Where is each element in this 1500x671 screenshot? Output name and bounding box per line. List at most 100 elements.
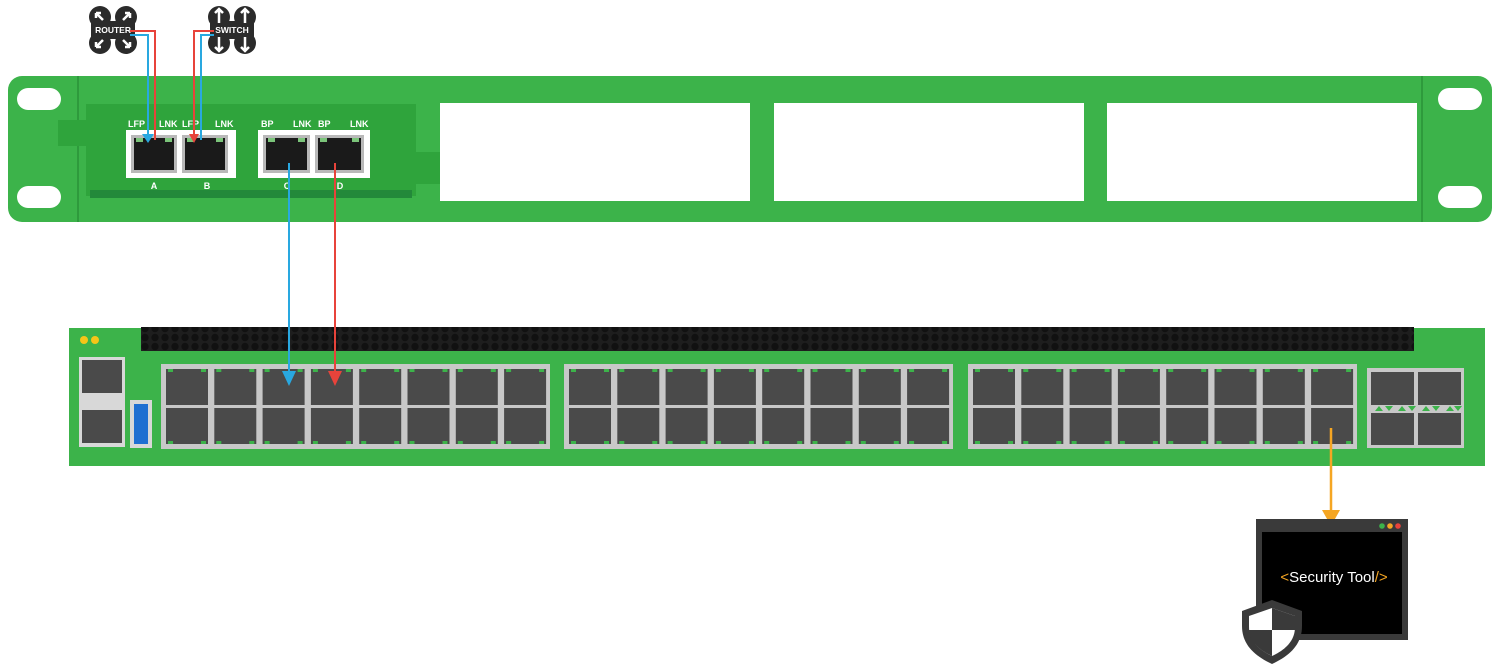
port-led [797,369,803,372]
port-label-lnk-c: LNK [293,119,312,129]
port-led [1297,369,1303,372]
port-led [394,369,400,372]
port-led [297,369,303,372]
ethernet-port [1021,369,1064,405]
ethernet-port [907,408,950,444]
ethernet-port [1214,408,1257,444]
port-led [506,369,512,372]
ethernet-port [810,408,853,444]
ethernet-port [858,369,901,405]
port-led [748,369,754,372]
arrow-down-icon [328,371,342,386]
ethernet-port [166,369,208,405]
status-dot-red [1395,523,1401,529]
ethernet-port [1262,369,1305,405]
arrow-down-icon [282,371,296,386]
ethernet-port [1021,408,1064,444]
ethernet-port [569,369,611,405]
port-led [264,369,270,372]
port-led [1023,441,1029,444]
cables [130,30,1333,520]
port-label-lfp-b: LFP [182,119,199,129]
port-led [490,441,496,444]
security-tool-title: <Security Tool/> [1280,569,1388,586]
port-led [1346,369,1352,372]
port-led [909,441,915,444]
port-led [571,369,576,372]
arrow-down-icon [142,134,154,143]
port-led [619,441,625,444]
port-led [1152,369,1158,372]
port-led [249,369,255,372]
port-label-lnk-b: LNK [215,119,234,129]
ethernet-port [1069,408,1112,444]
port-led [1168,369,1174,372]
port-led [764,441,770,444]
port-led [201,441,206,444]
port-led [1249,369,1255,372]
port-label-lnk-d: LNK [350,119,369,129]
ethernet-port [359,408,402,444]
port-led [604,369,609,372]
ethernet-port [1166,369,1209,405]
port-label-lfp-a: LFP [128,119,145,129]
empty-slot [1107,103,1417,201]
vent-grille [141,327,1414,351]
port-led [975,369,980,372]
mount-hole [1438,88,1482,110]
port-led [1071,369,1077,372]
port-led [1168,441,1174,444]
router-icon: ROUTER [89,6,137,54]
ethernet-port [1214,369,1257,405]
port-led [1104,441,1110,444]
ethernet-port [617,369,660,405]
port-led [1119,369,1125,372]
ethernet-port [569,408,611,444]
port-led [264,441,270,444]
port-led [667,441,673,444]
segment-label-c: C [284,181,291,191]
port-led [797,441,803,444]
ethernet-port [617,408,660,444]
port-led [1216,369,1222,372]
ethernet-port [310,408,353,444]
port-led [1264,369,1270,372]
port-led [297,441,303,444]
ethernet-port [1166,408,1209,444]
mount-hole [17,186,61,208]
ethernet-port [262,369,305,405]
port-led [748,441,754,444]
port-led [975,441,980,444]
port-led [652,369,658,372]
port-led [571,441,576,444]
ethernet-port [907,369,950,405]
port-led [1056,369,1062,372]
switch-icon: SWITCH [208,6,256,54]
ethernet-port [665,408,708,444]
ethernet-port [214,369,257,405]
ethernet-port [504,408,547,444]
status-dot-green [1379,523,1385,529]
tool-name: Security Tool [1289,569,1375,586]
port-led [942,369,948,372]
segment-label-b: B [204,181,211,191]
bypass-module: LFP LNK LFP LNK BP LNK BP LNK A B C D [58,104,440,198]
port-led [604,441,609,444]
port-led [812,369,818,372]
ethernet-port [455,408,498,444]
port-led [1008,369,1013,372]
segment-label-a: A [151,181,158,191]
ethernet-port [262,408,305,444]
port-led [168,369,173,372]
port-led [860,441,866,444]
port-led [942,441,948,444]
port-led [715,369,721,372]
port-led [457,369,463,372]
ethernet-port [359,369,402,405]
port-led [168,441,173,444]
port-led [216,369,222,372]
ethernet-port [762,369,805,405]
port-led [1264,441,1270,444]
port-led [1201,441,1207,444]
port-led [442,441,448,444]
